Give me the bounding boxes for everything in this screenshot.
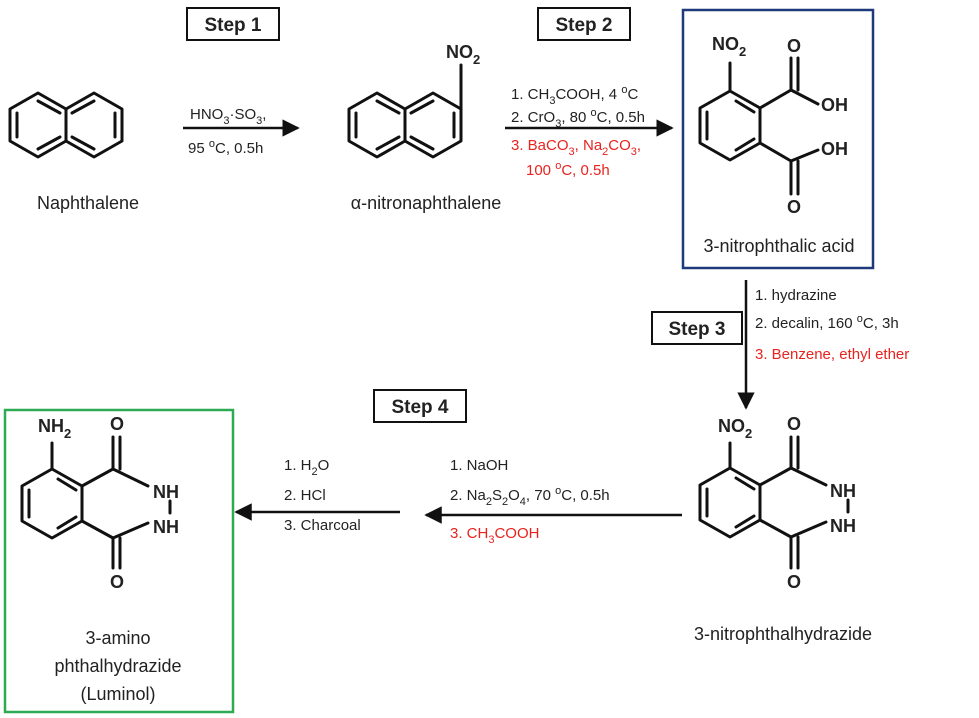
step-4-label: Step 4 <box>373 389 467 423</box>
step-4-workup-3: 3. Charcoal <box>284 517 361 534</box>
nitronaphthalene-label: α-nitronaphthalene <box>351 193 502 213</box>
nitrophthalic-acid-oh-bottom: OH <box>821 139 848 159</box>
luminol-box <box>3 408 235 714</box>
nitrophthalic-acid-no2-group: NO2 <box>712 34 746 59</box>
step-4-condition-3: 3. CH3COOH <box>450 525 539 546</box>
luminol-label-line-2: phthalhydrazide <box>54 656 181 676</box>
step-2-condition-4: 100 oC, 0.5h <box>526 160 610 179</box>
step-4-condition-1: 1. NaOH <box>450 457 508 474</box>
nitrophthalic-acid-oh-top: OH <box>821 95 848 115</box>
svg-text:Step 3: Step 3 <box>668 319 725 340</box>
step-1-condition-2: 95 oC, 0.5h <box>188 138 263 157</box>
step-4-workup-1: 1. H2O <box>284 457 329 478</box>
step-3-condition-1: 1. hydrazine <box>755 287 837 304</box>
svg-text:Step 1: Step 1 <box>204 15 261 36</box>
nitrophthalhydrazide-nh-bottom: NH <box>830 516 856 536</box>
nitrophthalic-acid-carbonyl-o-top: O <box>787 36 801 56</box>
luminol-carbonyl-o-top: O <box>110 414 124 434</box>
nitrophthalic-acid-structure <box>698 56 820 196</box>
svg-text:Step 2: Step 2 <box>555 15 612 36</box>
nitrophthalic-acid-carbonyl-o-bottom: O <box>787 197 801 217</box>
step-3-condition-3: 3. Benzene, ethyl ether <box>755 346 909 363</box>
step-2-condition-2: 2. CrO3, 80 oC, 0.5h <box>511 107 645 130</box>
step-4-condition-2: 2. Na2S2O4, 70 oC, 0.5h <box>450 485 610 508</box>
nitrophthalhydrazide-no2-group: NO2 <box>718 416 752 441</box>
luminol-label-line-1: 3-amino <box>85 628 150 648</box>
step-1-label: Step 1 <box>186 7 280 41</box>
nitrophthalhydrazide-nh-top: NH <box>830 481 856 501</box>
step-2-condition-3: 3. BaCO3, Na2CO3, <box>511 137 641 158</box>
step-3-label: Step 3 <box>651 311 743 345</box>
nitrophthalhydrazide-structure <box>698 435 850 570</box>
nitrophthalhydrazide-carbonyl-o-top: O <box>787 414 801 434</box>
luminol-nh2-group: NH2 <box>38 416 71 441</box>
step-2-condition-1: 1. CH3COOH, 4 oC <box>511 84 638 107</box>
luminol-structure <box>20 435 172 570</box>
step-4-workup-2: 2. HCl <box>284 487 326 504</box>
naphthalene-structure <box>8 91 124 159</box>
step-2-label: Step 2 <box>537 7 631 41</box>
luminol-nh-bottom: NH <box>153 517 179 537</box>
nitrophthalic-acid-box <box>681 8 875 270</box>
step-1-condition-1: HNO3·SO3, <box>190 106 266 127</box>
naphthalene-label: Naphthalene <box>37 193 139 213</box>
svg-text:Step 4: Step 4 <box>391 397 448 418</box>
luminol-label-line-3: (Luminol) <box>80 684 155 704</box>
nitrophthalhydrazide-label: 3-nitrophthalhydrazide <box>694 624 872 644</box>
luminol-carbonyl-o-bottom: O <box>110 572 124 592</box>
nitrophthalhydrazide-carbonyl-o-bottom: O <box>787 572 801 592</box>
nitronaphthalene-structure <box>347 63 463 159</box>
luminol-nh-top: NH <box>153 482 179 502</box>
nitrophthalic-acid-label: 3-nitrophthalic acid <box>703 236 854 256</box>
step-3-condition-2: 2. decalin, 160 oC, 3h <box>755 313 899 332</box>
nitronaphthalene-no2-group: NO2 <box>446 42 480 67</box>
